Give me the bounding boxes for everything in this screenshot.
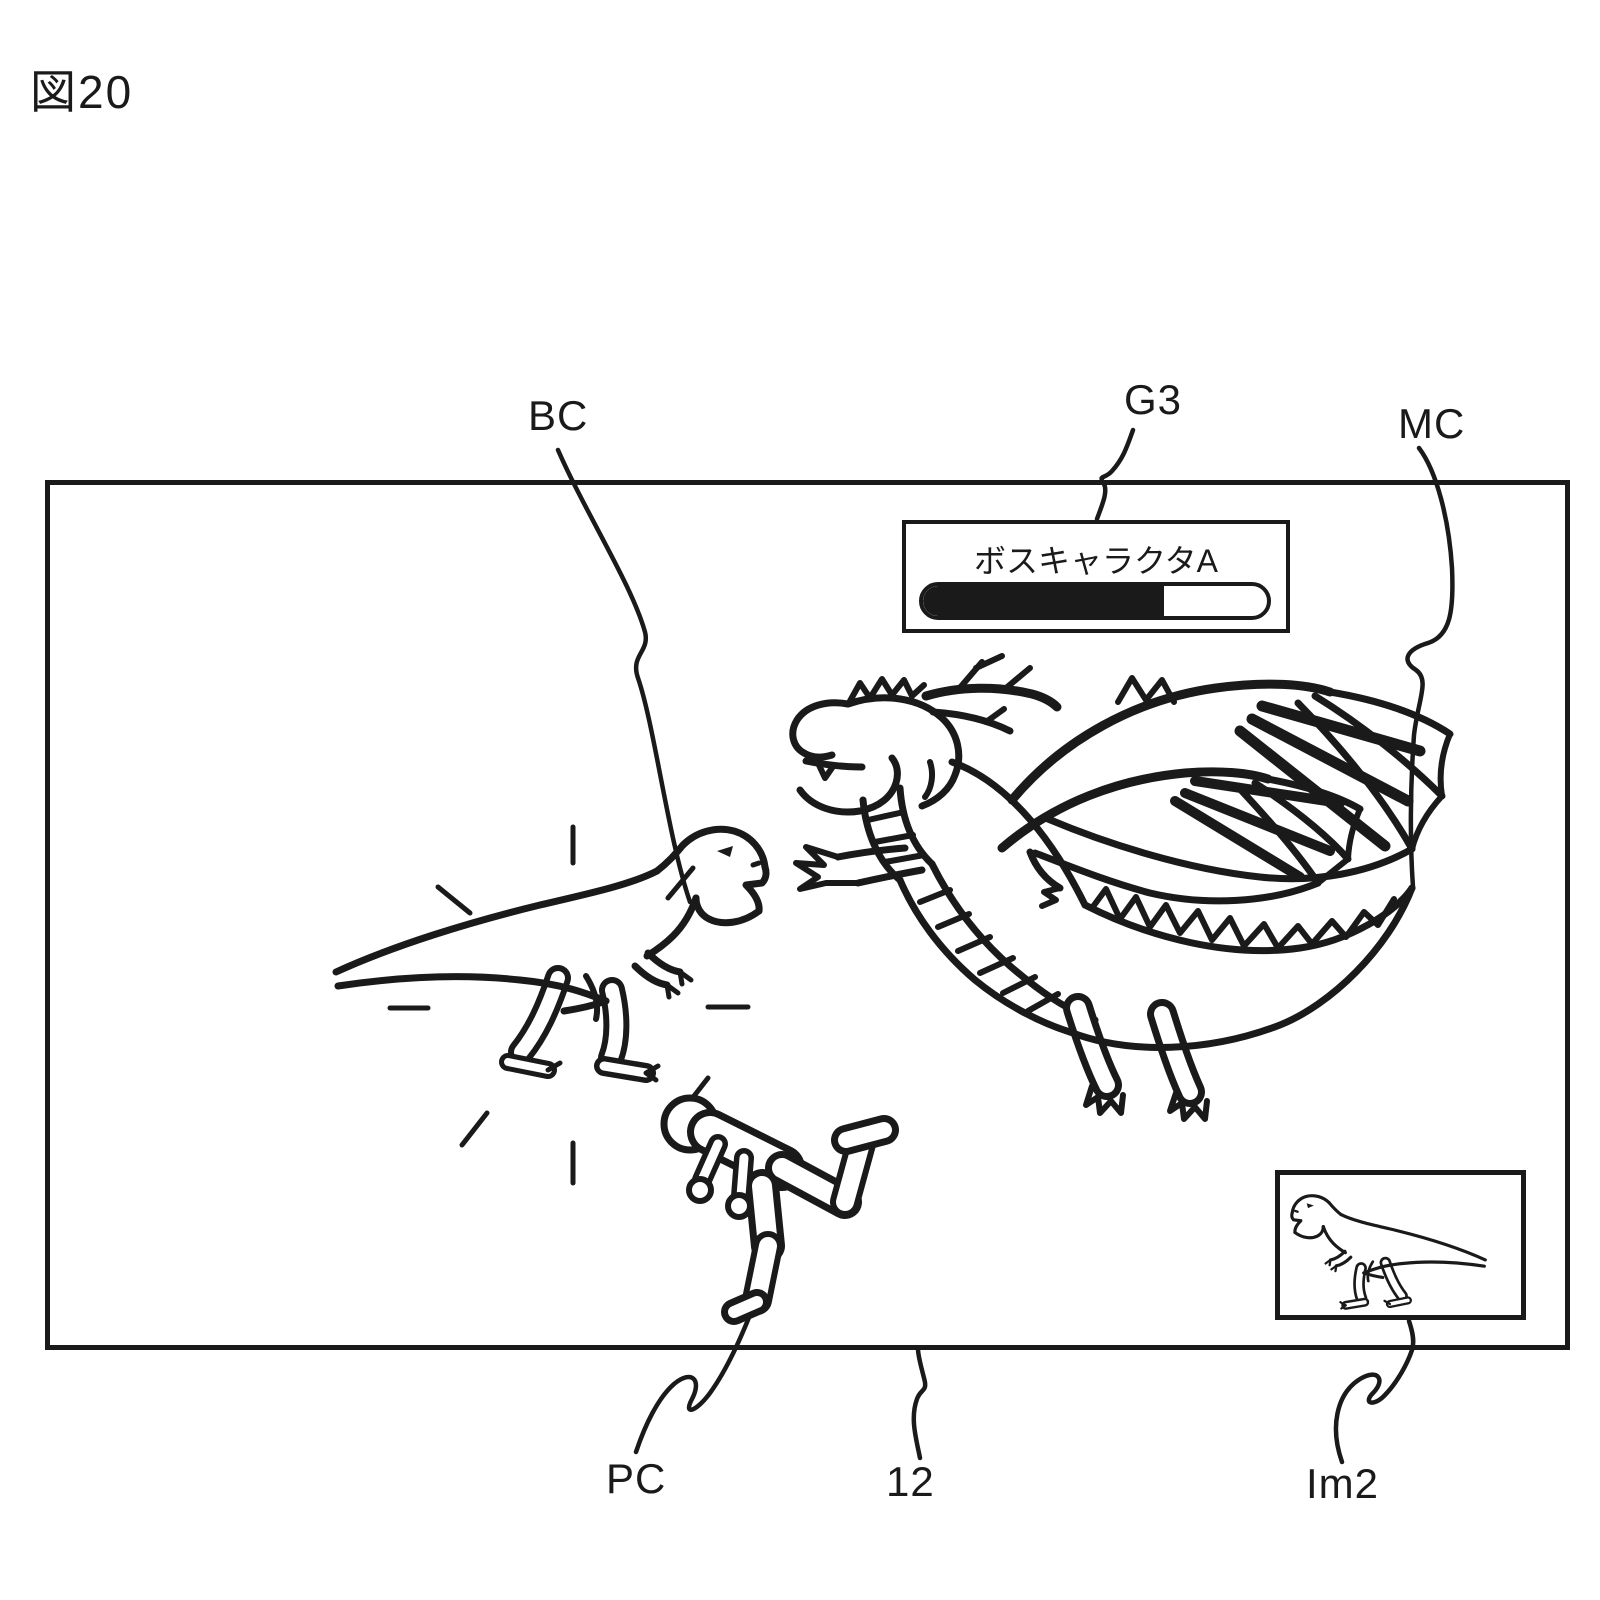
boss-hp-bar [919, 582, 1271, 620]
figure-number-label: 図20 [30, 66, 134, 118]
inset-image-box [1275, 1170, 1526, 1320]
ref-label-mc: MC [1398, 400, 1466, 447]
ref-label-bc: BC [528, 392, 589, 439]
ref-label-im2: Im2 [1306, 1460, 1380, 1507]
ref-label-12: 12 [886, 1458, 935, 1505]
boss-name-label: ボスキャラクタA [973, 543, 1219, 579]
boss-hp-fill [923, 586, 1164, 616]
boss-gauge-panel: ボスキャラクタA [902, 520, 1290, 633]
ref-label-g3: G3 [1124, 376, 1183, 423]
leader-12 [911, 1346, 928, 1461]
ref-label-pc: PC [606, 1455, 667, 1502]
